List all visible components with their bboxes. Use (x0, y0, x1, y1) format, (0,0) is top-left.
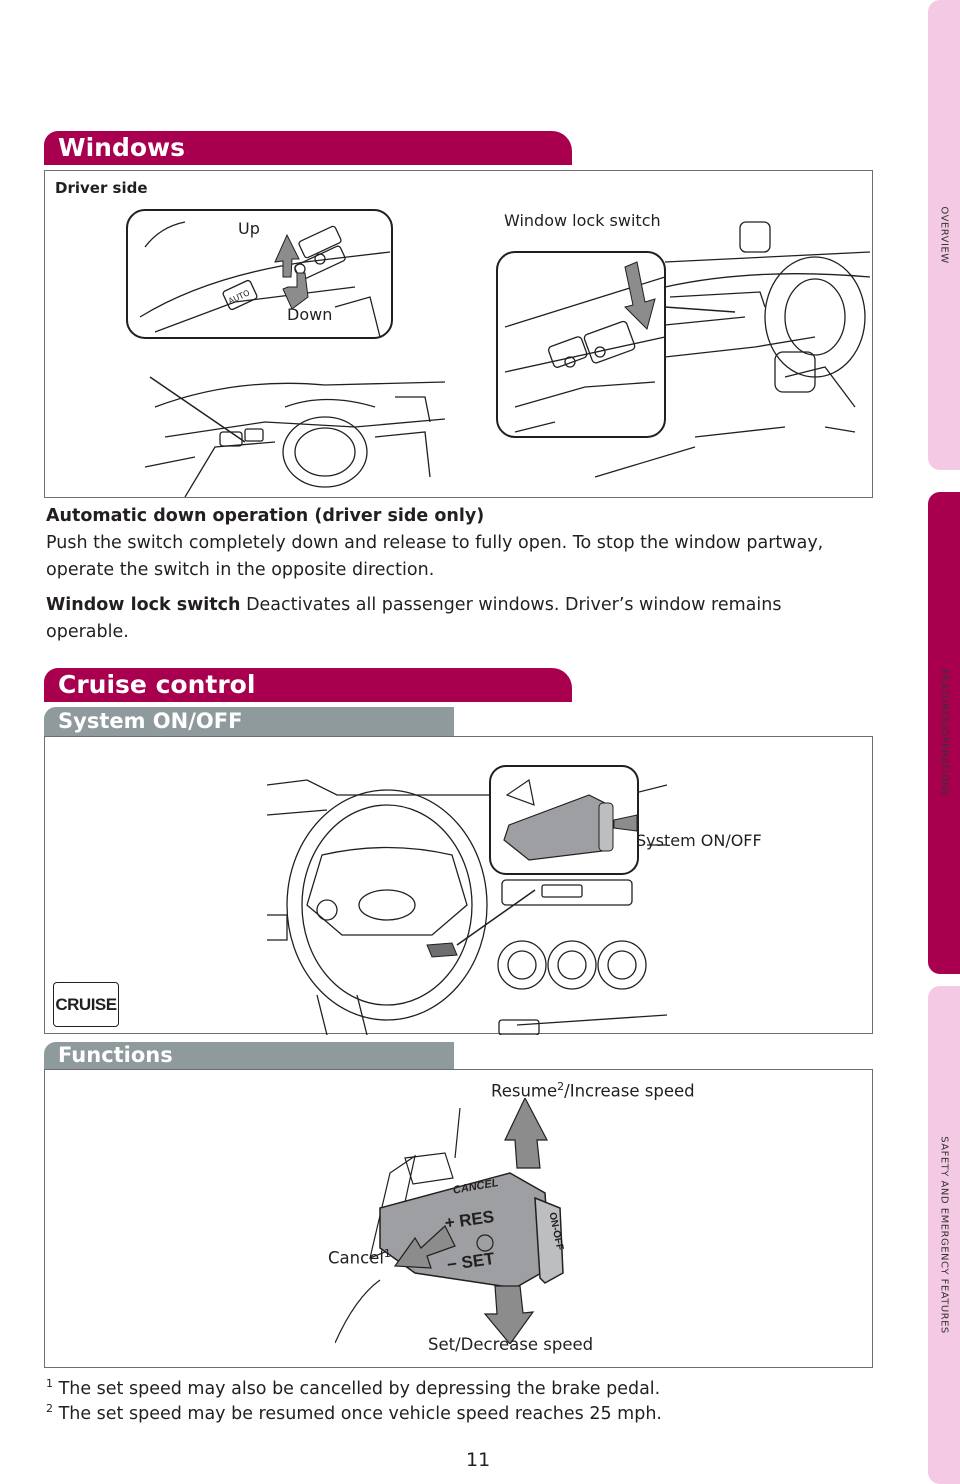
cancel-arrow-icon (393, 1225, 456, 1269)
window-lock-text: Deactivates all passenger windows. Drive… (46, 595, 782, 642)
side-tab-safety[interactable]: SAFETY AND EMERGENCY FEATURES (928, 986, 960, 1484)
cruise-section-title: Cruise control (44, 668, 572, 702)
side-tab-label: FEATURES/OPERATIONS (938, 669, 950, 797)
cruise-lever-callout (489, 765, 639, 875)
system-onoff-panel: System ON/OFF CRUISE (44, 736, 873, 1035)
window-lock-paragraph: Window lock switch Deactivates all passe… (46, 592, 861, 646)
set-down-arrow-icon (483, 1285, 535, 1344)
resume-up-arrow-icon (504, 1098, 548, 1169)
side-tab-label: OVERVIEW (938, 206, 950, 264)
side-tab-overview[interactable]: OVERVIEW (928, 0, 960, 470)
footnote-1: 1 The set speed may also be cancelled by… (46, 1377, 661, 1399)
down-label: Down (287, 305, 333, 324)
functions-panel: Resume2/Increase speed CANCEL + RES − SE… (44, 1069, 873, 1368)
auto-down-paragraph: Automatic down operation (driver side on… (46, 503, 866, 584)
auto-down-heading: Automatic down operation (driver side on… (46, 506, 485, 526)
driver-side-label: Driver side (55, 179, 148, 197)
window-lock-switch-label: Window lock switch (504, 211, 661, 230)
steering-wheel-illustration (267, 779, 667, 1035)
page-number: 11 (466, 1449, 491, 1471)
resume-increase-label: Resume2/Increase speed (491, 1080, 695, 1101)
system-onoff-label: System ON/OFF (636, 831, 762, 850)
set-decrease-label: Set/Decrease speed (428, 1335, 594, 1354)
cruise-lever-illustration: CANCEL + RES − SET ON-OFF (335, 1098, 565, 1344)
window-lock-heading: Window lock switch (46, 595, 241, 615)
auto-down-text: Push the switch completely down and rele… (46, 533, 824, 580)
side-tab-features[interactable]: FEATURES/OPERATIONS (928, 492, 960, 974)
windows-section-title: Windows (44, 131, 572, 165)
functions-subheading: Functions (44, 1042, 454, 1069)
side-tab-label: SAFETY AND EMERGENCY FEATURES (938, 1136, 950, 1334)
lock-press-arrow-icon (624, 261, 656, 330)
down-arrow-icon (282, 272, 309, 310)
window-lock-switch-illustration (496, 221, 870, 478)
system-onoff-subheading: System ON/OFF (44, 707, 454, 736)
up-label: Up (238, 219, 260, 238)
cancel-label: Cancel1 (328, 1247, 391, 1268)
driver-window-switch-illustration: AUTO (126, 209, 445, 497)
cruise-indicator-badge: CRUISE (53, 982, 119, 1027)
up-arrow-icon (274, 233, 300, 278)
footnote-2: 2 The set speed may be resumed once vehi… (46, 1402, 662, 1424)
windows-illustration-panel: Driver side (44, 170, 873, 498)
